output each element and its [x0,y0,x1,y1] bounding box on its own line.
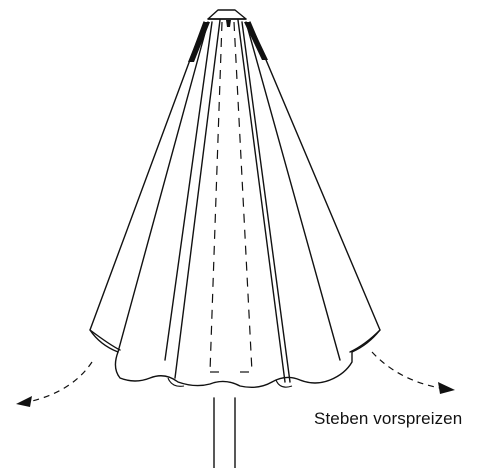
right-spread-arrow-icon [372,352,455,394]
caption-label: Steben vorspreizen [314,409,462,429]
left-spread-arrow-icon [16,362,92,407]
umbrella-top-cap [208,10,246,19]
umbrella-canopy [90,20,380,387]
umbrella-pole [214,398,235,468]
